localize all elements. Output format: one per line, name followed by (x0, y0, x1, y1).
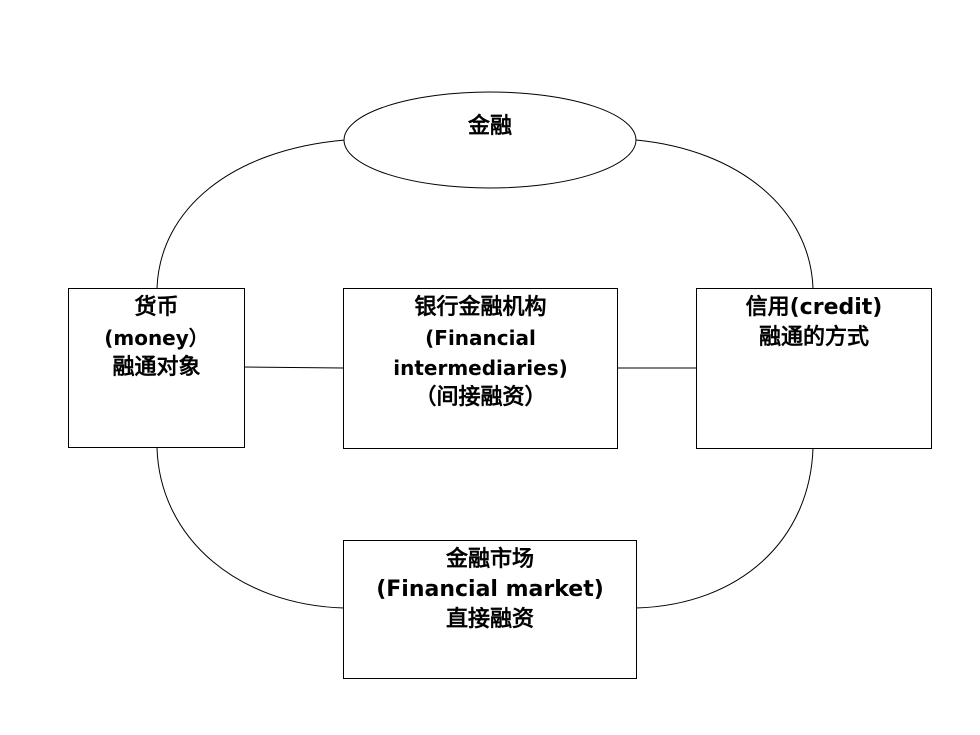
market-box: 金融市场 (Financial market) 直接融资 (343, 540, 637, 679)
line-money-to-intermediaries (243, 366, 344, 369)
intermediaries-box: 银行金融机构 (Financial intermediaries) （间接融资） (343, 288, 618, 449)
arc-money-to-market (156, 447, 345, 609)
money-box: 货币 (money） 融通对象 (68, 288, 245, 448)
intermediaries-type: （间接融资） (414, 385, 547, 410)
intermediaries-english-1: (Financial (425, 326, 536, 350)
arc-finance-to-money (156, 139, 346, 289)
market-title: 金融市场 (445, 547, 534, 572)
arc-credit-to-market (635, 447, 814, 609)
finance-text: 金融 (467, 114, 512, 139)
market-type: 直接融资 (445, 607, 534, 632)
intermediaries-english-2: intermediaries) (393, 356, 568, 380)
credit-box: 信用(credit) 融通的方式 (696, 288, 932, 449)
finance-ellipse (343, 91, 637, 189)
credit-title: 信用(credit) (745, 295, 883, 320)
money-english: (money） (104, 326, 209, 350)
money-title: 货币 (134, 295, 179, 320)
arc-finance-to-credit (635, 139, 814, 289)
credit-role: 融通的方式 (758, 325, 869, 350)
money-role: 融通对象 (112, 355, 201, 380)
market-english: (Financial market) (376, 577, 604, 602)
finance-label: 金融 (420, 112, 560, 142)
intermediaries-title: 银行金融机构 (414, 295, 547, 320)
